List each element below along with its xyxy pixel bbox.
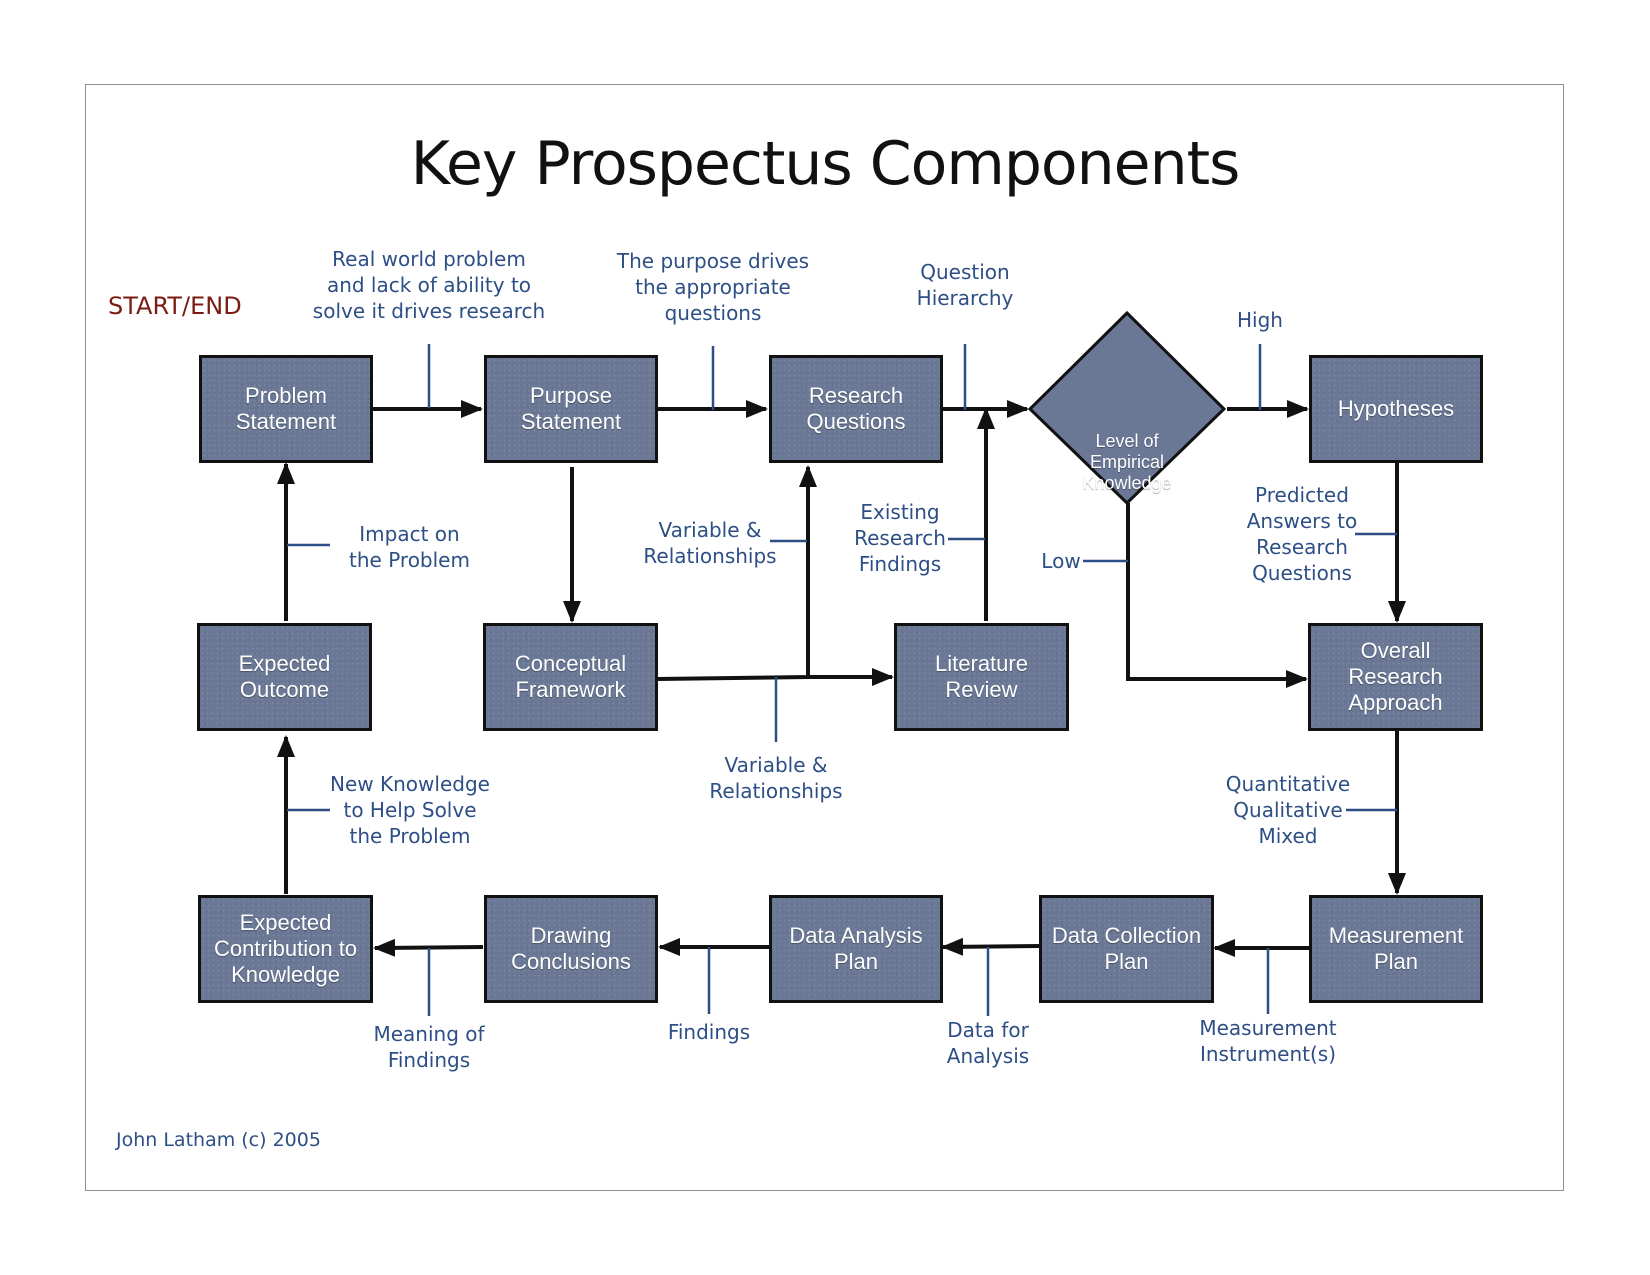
node-research-questions: Research Questions (769, 355, 943, 463)
annotation-new-knowledge: New Knowledge to Help Solve the Problem (330, 772, 490, 848)
author-credit: John Latham (c) 2005 (116, 1129, 321, 1151)
annotation-high: High (1237, 308, 1283, 332)
arrow-framework-to-questions (656, 465, 817, 681)
node-purpose-statement: Purpose Statement (484, 355, 658, 463)
node-hypotheses: Hypotheses (1309, 355, 1483, 463)
annotation-question-hierarchy: Question Hierarchy (916, 260, 1014, 310)
page-title: Key Prospectus Components (410, 129, 1241, 199)
arrow-collection-to-analysis (941, 937, 1040, 956)
annotation-data-for-analysis: Data for Analysis (946, 1018, 1030, 1068)
annotation-purpose-drives: The purpose drives the appropriate quest… (616, 249, 810, 325)
node-measurement-plan: Measurement Plan (1309, 895, 1483, 1003)
annotation-variable-relationships-upper: Variable & Relationships (643, 518, 777, 568)
node-overall-research-approach: Overall Research Approach (1308, 623, 1483, 731)
node-expected-contribution: Expected Contribution to Knowledge (198, 895, 373, 1003)
annotation-variable-relationships-lower: Variable & Relationships (709, 753, 843, 803)
node-data-collection-plan: Data Collection Plan (1039, 895, 1214, 1003)
node-literature-review: Literature Review (894, 623, 1069, 731)
node-data-analysis-plan: Data Analysis Plan (769, 895, 943, 1003)
annotation-real-world-problem: Real world problem and lack of ability t… (312, 247, 546, 323)
annotation-existing-research-findings: Existing Research Findings (854, 500, 946, 576)
annotation-findings: Findings (667, 1020, 751, 1044)
annotation-meaning-of-findings: Meaning of Findings (373, 1022, 485, 1072)
annotation-quant-qual-mixed: Quantitative Qualitative Mixed (1225, 772, 1351, 848)
node-conceptual-framework: Conceptual Framework (483, 623, 658, 731)
arrow-conclusions-to-contribution (373, 938, 484, 957)
annotation-impact-on-problem: Impact on the Problem (349, 522, 470, 572)
node-drawing-conclusions: Drawing Conclusions (484, 895, 658, 1003)
annotation-low: Low (1041, 549, 1081, 573)
start-end-label: START/END (108, 292, 242, 320)
node-level-of-empirical-knowledge: Level of Empirical Knowledge (1082, 430, 1172, 493)
annotation-predicted-answers: Predicted Answers to Research Questions (1246, 483, 1358, 585)
node-expected-outcome: Expected Outcome (197, 623, 372, 731)
annotation-measurement-instruments: Measurement Instrument(s) (1199, 1016, 1337, 1066)
node-problem-statement: Problem Statement (199, 355, 373, 463)
decision-diamond (1027, 310, 1227, 506)
